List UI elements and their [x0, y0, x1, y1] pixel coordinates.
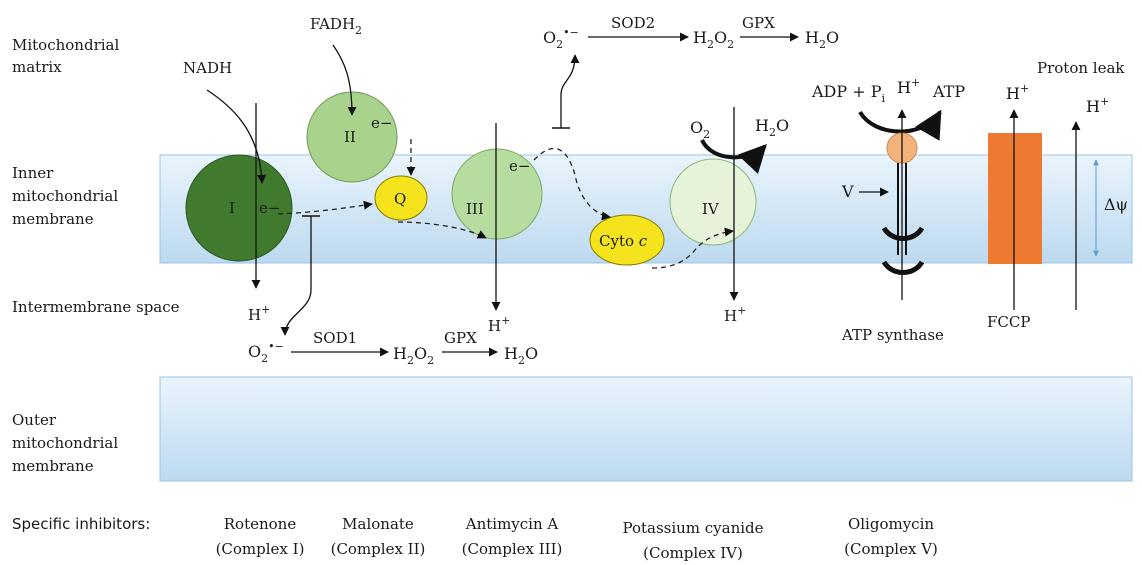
fccp-label: FCCP: [987, 313, 1030, 331]
nadh-arrow: [206, 89, 267, 184]
intermembrane-label: Intermembrane space: [12, 298, 180, 316]
proton-leak-label: Proton leak: [1037, 59, 1125, 77]
matrix-peroxide: H2O2: [693, 28, 734, 51]
complex-iv-oxygen-arrow: [700, 138, 767, 174]
delta-psi-label: Δψ: [1104, 195, 1128, 214]
electron-path-cyto-to-iv: [651, 227, 734, 269]
fccp-proton: H+: [1006, 82, 1029, 103]
complex-iv-label: IV: [702, 200, 720, 218]
inhibitor-oligomycin: Oligomycin (Complex V): [844, 515, 938, 558]
inner-membrane-label: Inner mitochondrial membrane: [12, 164, 123, 228]
ims-enzyme-gpx: GPX: [444, 329, 477, 347]
atp-synthase-proton: H+: [897, 76, 920, 97]
inhibitor-rotenone: Rotenone (Complex I): [216, 515, 305, 558]
matrix-superoxide: O2•−: [543, 26, 579, 51]
inhibitor-target: (Complex IV): [643, 544, 743, 562]
nadh-label: NADH: [183, 59, 232, 77]
atp-synthase-rotation-arrow: [858, 109, 942, 141]
inhibitor-drug: Antimycin A: [465, 515, 559, 533]
ims-enzyme-sod1: SOD1: [313, 329, 357, 347]
ims-water: H2O: [504, 344, 538, 367]
atp-synthase-rotor-top: [881, 226, 925, 241]
inhibitor-drug: Potassium cyanide: [622, 519, 763, 537]
complex-ii: [306, 91, 398, 183]
complex-ii-electron: e−: [371, 114, 392, 132]
inhibitor-target: (Complex II): [331, 540, 426, 558]
matrix-enzyme-gpx: GPX: [742, 14, 775, 32]
matrix-water: H2O: [805, 28, 839, 51]
fadh2-label: FADH2: [310, 15, 362, 37]
complex-ii-label: II: [344, 128, 356, 146]
inhibitor-target: (Complex III): [462, 540, 563, 558]
ros-arrow-complex-iii: [560, 54, 580, 128]
complex-iii-label: III: [466, 200, 484, 218]
matrix-label: Mitochondrial matrix: [12, 36, 124, 76]
ubiquinone-q: [374, 175, 428, 221]
electron-path-q-to-iii: [397, 221, 487, 239]
inhibitor-target: (Complex V): [844, 540, 938, 558]
atp-synthase-v-label: V: [841, 182, 854, 201]
atp-synthase-atp: ATP: [932, 82, 965, 101]
complex-iv-oxygen: O2: [690, 118, 710, 141]
inhibitor-target: (Complex I): [216, 540, 305, 558]
matrix-enzyme-sod2: SOD2: [611, 14, 655, 32]
complex-iv-water: H2O: [755, 116, 789, 139]
atp-synthase-adp: ADP + Pi: [811, 82, 886, 105]
electron-path-iii-to-cyto: [533, 147, 611, 221]
inhibitor-drug: Oligomycin: [848, 515, 934, 533]
atp-synthase-label: ATP synthase: [841, 326, 944, 344]
complex-i-label: I: [229, 199, 235, 217]
inhibitors-heading: Specific inhibitors:: [12, 515, 150, 533]
complex-iii: [451, 148, 543, 240]
ims-superoxide: O2•−: [248, 340, 284, 365]
inhibitor-drug: Malonate: [342, 515, 414, 533]
inhibitor-cyanide: Potassium cyanide (Complex IV): [622, 519, 763, 562]
atp-synthase-rotor-bottom: [881, 260, 925, 275]
cytochrome-c-label: Cyto c: [599, 232, 648, 250]
fadh2-arrow: [332, 44, 357, 116]
inhibitor-malonate: Malonate (Complex II): [331, 515, 426, 558]
electron-path-i-to-q: [277, 200, 373, 215]
complex-i-electron: e−: [259, 199, 280, 217]
ros-arrow-complex-i: [280, 216, 312, 336]
inhibitor-drug: Rotenone: [224, 515, 297, 533]
fccp-bar: [988, 133, 1042, 264]
inhibitor-antimycin: Antimycin A (Complex III): [462, 515, 563, 558]
proton-complex-iv: H+: [724, 304, 746, 325]
proton-complex-iii: H+: [488, 314, 510, 335]
cytochrome-c: [589, 214, 665, 266]
ims-peroxide: H2O2: [393, 344, 434, 367]
outer-membrane-label: Outer mitochondrial membrane: [12, 411, 123, 475]
proton-complex-i: H+: [248, 303, 270, 324]
ubiquinone-q-label: Q: [394, 190, 406, 208]
complex-iii-electron: e−: [509, 157, 530, 175]
outer-membrane: [159, 376, 1133, 482]
proton-leak-proton: H+: [1086, 95, 1109, 116]
